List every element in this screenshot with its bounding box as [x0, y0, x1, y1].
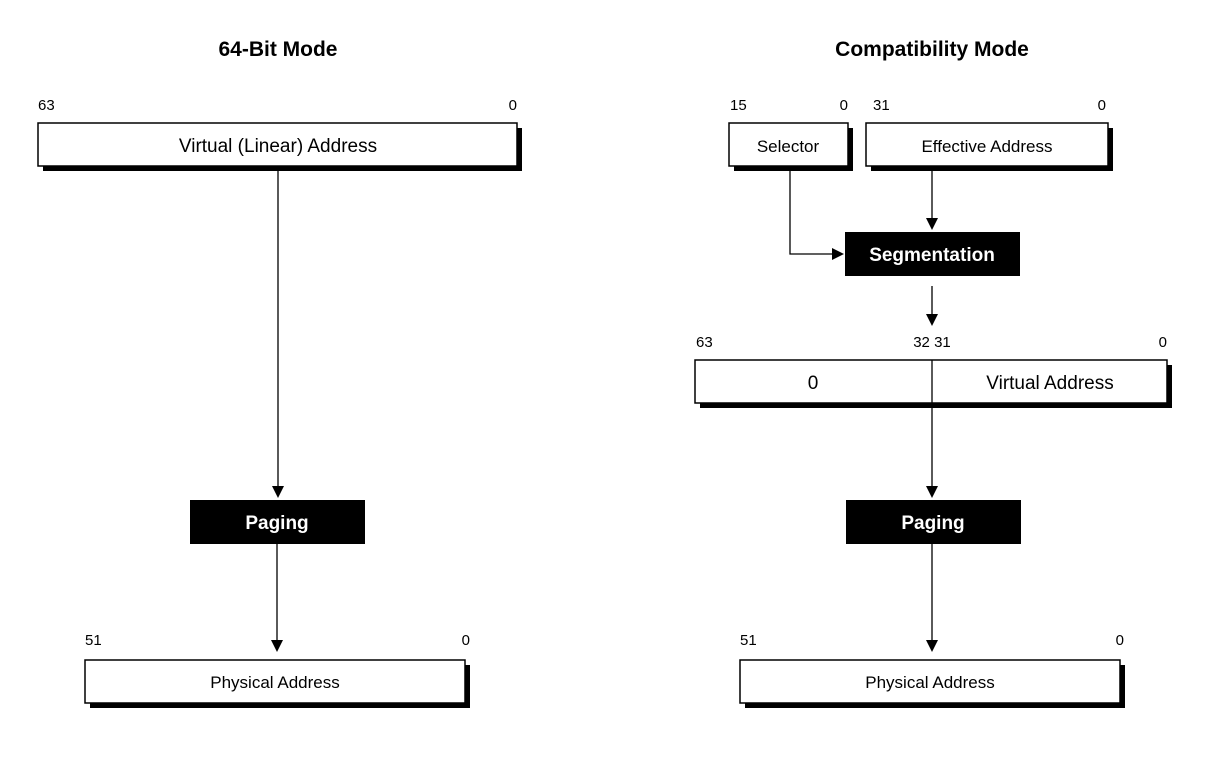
stage-label: Paging — [245, 513, 308, 534]
panel-64-bit-mode: 64-Bit Mode 63 0 Virtual (Linear) Addres… — [37, 38, 522, 708]
bit-label-low: 0 — [1098, 97, 1106, 114]
box-frame — [84, 659, 466, 704]
bit-label-high: 15 — [730, 97, 747, 114]
physical-address-box: 51 0 Physical Address — [739, 632, 1125, 708]
title-64-bit-mode: 64-Bit Mode — [218, 38, 337, 61]
arrow-head — [272, 486, 284, 498]
bit-label-high: 63 — [38, 97, 55, 114]
arrow-head — [926, 486, 938, 498]
box-frame — [694, 359, 1168, 404]
box-frame — [739, 659, 1121, 704]
virtual-address-box: 63 32 31 0 0 Virtual Address — [694, 334, 1172, 408]
bit-label-low: 0 — [1116, 632, 1124, 649]
box-label: Effective Address — [921, 137, 1052, 156]
segmentation-stage: Segmentation — [845, 232, 1020, 276]
stage-box — [190, 500, 365, 544]
bit-label-low: 0 — [509, 97, 517, 114]
arrow-head — [926, 218, 938, 230]
bit-label-high: 51 — [740, 632, 757, 649]
arrow-head — [926, 314, 938, 326]
stage-label: Segmentation — [869, 245, 995, 266]
box-label: Physical Address — [210, 673, 339, 692]
lower-field-label: Virtual Address — [986, 373, 1113, 394]
box-frame — [728, 122, 849, 167]
box-label: Selector — [757, 137, 820, 156]
box-label: Virtual (Linear) Address — [179, 136, 377, 157]
bit-label-high: 63 — [696, 334, 713, 351]
bit-label-low: 0 — [1159, 334, 1167, 351]
arrow-head — [271, 640, 283, 652]
bit-label-low: 0 — [840, 97, 848, 114]
virtual-linear-address-box: 63 0 Virtual (Linear) Address — [37, 97, 522, 171]
stage-box — [845, 232, 1020, 276]
bit-label-high: 31 — [873, 97, 890, 114]
panel-compatibility-mode: Compatibility Mode 15 0 Selector 31 0 Ef… — [694, 38, 1172, 708]
box-label: Physical Address — [865, 673, 994, 692]
bit-label-high: 51 — [85, 632, 102, 649]
selector-box: 15 0 Selector — [728, 97, 853, 171]
connector-arrow — [789, 171, 832, 255]
effective-address-box: 31 0 Effective Address — [865, 97, 1113, 171]
bit-label-low: 0 — [462, 632, 470, 649]
upper-field-label: 0 — [808, 373, 819, 394]
stage-box — [846, 500, 1021, 544]
box-frame — [865, 122, 1109, 167]
arrow-head — [926, 640, 938, 652]
stage-label: Paging — [901, 513, 964, 534]
physical-address-box: 51 0 Physical Address — [84, 632, 470, 708]
paging-stage: Paging — [846, 500, 1021, 544]
box-frame — [37, 122, 518, 167]
bit-label-mid: 32 31 — [913, 334, 951, 351]
title-compatibility-mode: Compatibility Mode — [835, 38, 1029, 61]
paging-stage: Paging — [190, 500, 365, 544]
arrow-head — [832, 248, 844, 260]
